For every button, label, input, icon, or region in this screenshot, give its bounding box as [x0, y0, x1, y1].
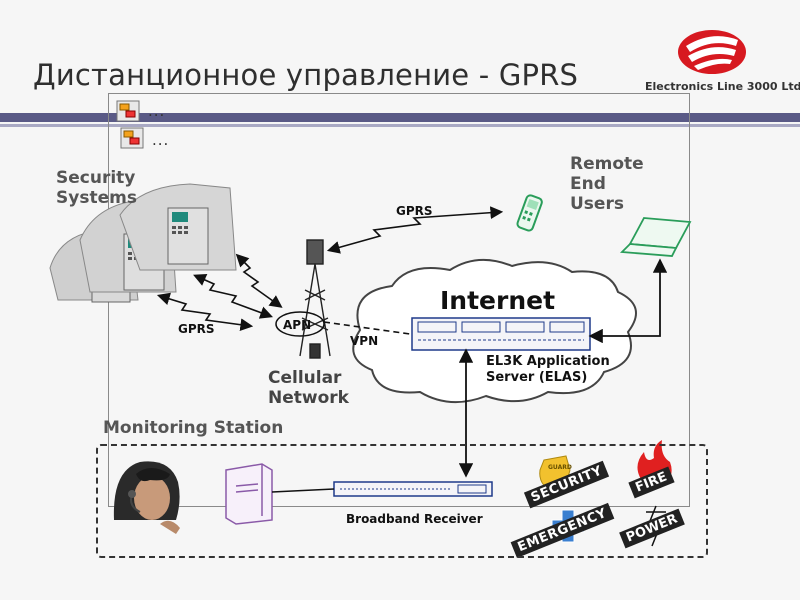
house-3 [119, 183, 237, 271]
header-divider [0, 113, 800, 122]
monitoring-station-box [96, 444, 708, 558]
pc-receiver-link [271, 488, 335, 493]
pc-tower-icon [225, 463, 273, 525]
operator-icon [113, 461, 180, 534]
header-divider-thin [0, 124, 800, 127]
hyperlink-icon [116, 100, 140, 122]
gprs-links-left [156, 253, 283, 332]
remote-end-users-label: Remote End Users [570, 154, 644, 214]
nav-link-2-label: ... [152, 131, 170, 149]
nav-link-1-label: ... [148, 102, 166, 120]
gprs-label-top: GPRS [396, 204, 433, 218]
apn-label: APN [283, 318, 312, 332]
hyperlink-icon [120, 127, 144, 149]
mobile-phone-icon [516, 194, 543, 232]
company-logo [672, 26, 752, 78]
internet-label: Internet [440, 286, 556, 315]
nav-link-1[interactable]: ... [116, 100, 176, 124]
guard-badge-text: GUARD [548, 464, 572, 471]
gprs-link-top [326, 206, 504, 254]
security-systems-label: Security Systems [56, 168, 137, 208]
broadband-receiver-label: Broadband Receiver [346, 512, 483, 526]
gprs-label-left: GPRS [178, 322, 215, 336]
cellular-network-label: Cellular Network [268, 368, 349, 408]
vpn-link [323, 321, 411, 335]
nav-link-2[interactable]: ... [120, 127, 180, 151]
security-system-panels [49, 183, 237, 303]
company-name: Electronics Line 3000 Ltd. [645, 80, 800, 93]
vpn-label: VPN [350, 334, 379, 348]
slide-title: Дистанционное управление - GPRS [33, 58, 579, 92]
rack-server-icon [411, 317, 591, 351]
laptop-icon [619, 217, 692, 257]
apn-ellipse [275, 311, 325, 337]
server-laptop-link [588, 258, 668, 344]
cellular-tower [299, 239, 331, 359]
monitoring-station-label: Monitoring Station [103, 418, 284, 438]
elas-label: EL3K Application Server (ELAS) [486, 354, 610, 385]
